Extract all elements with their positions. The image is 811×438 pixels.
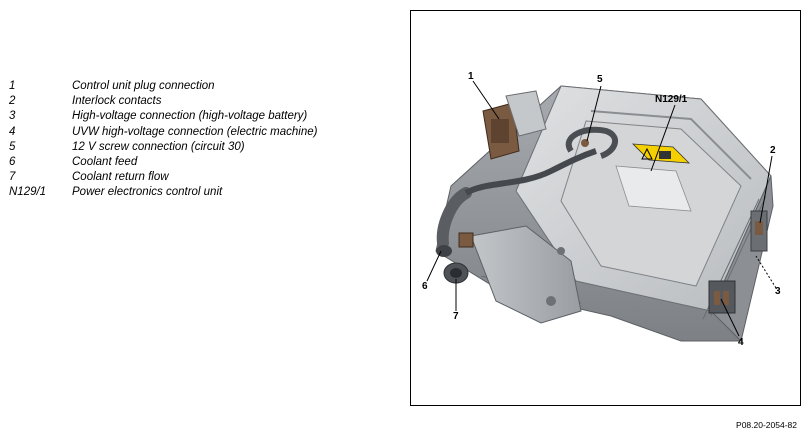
callout-5: 5 <box>597 74 603 85</box>
coolant-feed-connector <box>458 232 474 248</box>
info-label <box>615 165 692 212</box>
legend-text: Coolant feed <box>72 155 138 168</box>
legend-text: Power electronics control unit <box>72 186 223 199</box>
legend-text: High-voltage connection (high-voltage ba… <box>72 110 308 123</box>
legend-key: 4 <box>9 125 16 138</box>
figure-reference: P08.20-2054-82 <box>736 420 797 430</box>
legend-key: 6 <box>9 155 16 168</box>
leader-lines <box>426 80 777 337</box>
legend-text: Interlock contacts <box>72 95 162 108</box>
legend-key: N129/1 <box>9 186 47 199</box>
callout-n129-1: N129/1 <box>655 94 688 105</box>
callout-4: 4 <box>738 337 744 348</box>
control-unit-plug <box>482 90 547 160</box>
legend-key: 3 <box>9 110 16 123</box>
callout-1: 1 <box>468 71 474 82</box>
legend-key: 5 <box>9 140 16 153</box>
callout-6: 6 <box>422 281 428 292</box>
coolant-hose <box>436 148 597 257</box>
legend-text: Coolant return flow <box>72 171 169 184</box>
legend-key: 1 <box>9 80 16 92</box>
legend-key: 7 <box>9 171 16 184</box>
uvw-high-voltage-connection <box>708 280 736 314</box>
callout-3: 3 <box>775 286 781 297</box>
bracket-bolt-icon <box>546 296 556 306</box>
high-voltage-battery-connection <box>750 210 768 252</box>
legend-text: Control unit plug connection <box>72 80 215 92</box>
callout-2: 2 <box>770 145 776 156</box>
coolant-return-port <box>443 262 469 284</box>
legend-text: 12 V screw connection (circuit 30) <box>72 140 245 153</box>
power-electronics-illustration: 1 5 N129/1 2 3 4 6 7 <box>422 71 781 348</box>
bracket-bolt-icon <box>557 247 565 255</box>
mounting-bracket <box>470 225 582 324</box>
legend-key: 2 <box>9 95 16 108</box>
callout-7: 7 <box>453 311 459 322</box>
figure-frame: 1 5 N129/1 2 3 4 6 7 <box>410 10 801 406</box>
legend-text: UVW high-voltage connection (electric ma… <box>72 125 318 138</box>
warning-triangle-icon <box>641 147 653 160</box>
